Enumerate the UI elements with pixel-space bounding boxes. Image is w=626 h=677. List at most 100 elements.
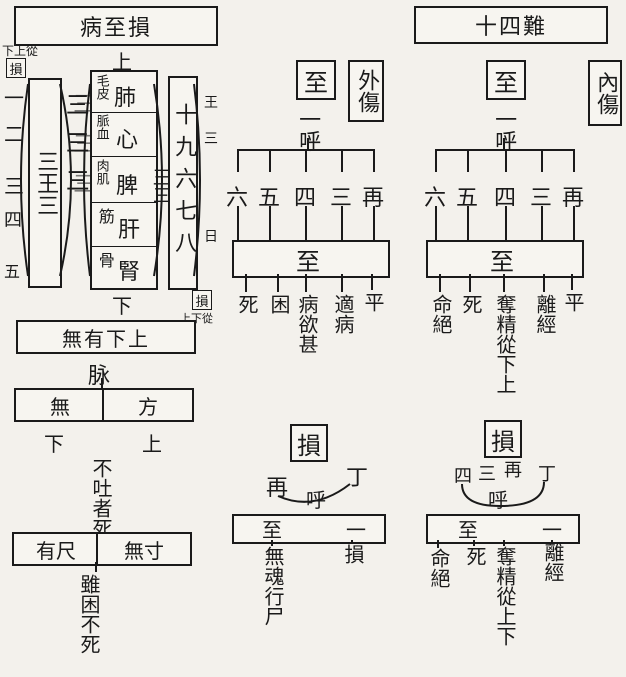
upper-lower-text: 無有下上 [62,326,150,351]
left-bracket-1 [20,83,29,277]
organ-stack: 毛皮 肺 脈血 心 肉肌 脾 筋 肝 骨 腎 [90,70,158,290]
loss-right-outcome-off-course: 離經 [541,542,565,582]
loss-left-outcome-soulless: 無魂行尸 [261,546,285,626]
loss-right-count-1: 丁 [538,464,556,485]
top-left-loss-text: 損 [9,62,23,78]
internal-count-2: 再 [562,186,585,211]
external-outcome-worsening: 病欲甚 [295,294,319,354]
organ-name-spleen: 脾 [116,174,139,199]
row-label-1: 一 [4,86,24,110]
loss-left-count-1: 丁 [346,466,369,491]
organ-vertical-label-2: 脈血 [93,114,109,140]
left-bracket-3 [83,83,91,277]
internal-label-box-2: 內傷 [588,60,622,126]
loss-right-outcome-fatal: 命絕 [427,548,451,588]
right-count-text: 十九六七八 [171,103,197,263]
upper-lower-box: 無有下上 [16,320,196,354]
external-label-box-2: 外傷 [348,60,384,122]
loss-right-count-3: 三 [478,464,496,485]
bottom-box-left: 有尺 [12,532,100,566]
loss-right-label-box: 損 [484,420,522,458]
internal-label-box-1: 至 [486,60,526,100]
internal-outcome-death: 死 [459,294,483,314]
loss-right-count-2: 再 [504,460,522,481]
left-bracket-4 [153,83,163,277]
loss-left-fan [277,483,351,503]
top-left-loss-box: 損 [6,58,26,78]
loss-right-bar: 至 一 [426,514,580,544]
internal-count-4: 四 [494,186,517,211]
external-label-text-2: 外傷 [354,69,380,113]
organ-name-liver: 肝 [118,218,141,243]
internal-outcome-fatal: 命絕 [429,294,453,334]
right-count-box: 十九六七八 [168,76,198,290]
external-count-3: 三 [330,186,353,211]
organ-vertical-label-4: 筋 [95,208,115,224]
loss-right-outcome-death: 死 [463,546,487,566]
organ-name-heart: 心 [116,128,139,153]
internal-label-text-2: 內傷 [593,71,619,115]
external-label-box-1: 至 [296,60,336,100]
loss-right-outcome-essence-lost: 奪精從上下 [493,546,517,646]
loss-right-count-4: 四 [454,466,472,487]
right-side-label-3: 日 [204,229,218,245]
left-header-text: 病至損 [79,16,152,41]
organ-bottom-label: 下 [112,294,132,318]
loss-right-bar-left: 至 [458,518,478,542]
survive-note: 雖困不死 [77,574,101,654]
pulse-left-text: 無 [50,394,70,419]
bottom-right-loss-box: 損 [192,290,212,310]
loss-left-label-box: 損 [290,424,328,462]
right-header-text: 十四難 [474,15,547,40]
internal-outcome-essence-lost: 奪精從下上 [493,294,517,394]
middle-small-labels: 王三 [149,168,171,204]
loss-left-outcome-loss: 損 [341,544,365,564]
organ-row-kidney: 骨 腎 [92,246,156,288]
organ-name-lung: 肺 [114,86,137,111]
bottom-right-loss-text: 損 [195,294,209,310]
left-bracket-5 [193,83,201,277]
vomit-note: 不吐者死 [89,458,113,538]
organ-row-heart: 脈血 心 [92,112,156,157]
external-count-4: 四 [294,186,317,211]
organ-top-label: 上 [112,50,132,74]
organ-vertical-label-3: 肉肌 [93,159,109,185]
pulse-box-right: 方 [102,388,194,422]
external-count-2: 再 [362,186,385,211]
right-side-label-2: 三 [204,131,218,147]
below-right-label: 上 [142,432,162,456]
loss-left-label-text: 損 [297,431,321,460]
external-arrival-text: 至 [296,247,326,276]
left-header: 病至損 [14,6,218,46]
external-outcome-distress: 困 [267,294,291,314]
middle-small-label-2: 三 [149,186,171,204]
internal-arrival-text: 至 [490,247,520,276]
middle-small-label-1: 王 [149,168,171,186]
loss-left-bar: 至 一 [232,514,386,544]
right-side-label-1: 王 [204,95,218,111]
internal-outcome-off-course: 離經 [533,294,557,334]
organ-vertical-label-1: 毛皮 [93,74,109,100]
external-outcome-death: 死 [235,294,259,314]
organ-row-liver: 筋 肝 [92,202,156,247]
external-outcome-normal: 平 [361,292,385,312]
organ-row-lung: 毛皮 肺 [92,72,156,113]
row-label-5: 五 [4,262,21,281]
bottom-box-right: 無寸 [96,532,192,566]
loss-left-count-2: 再 [266,476,289,501]
external-outcome-worsening-text: 病欲甚 [295,294,319,354]
external-count-5: 五 [258,186,281,211]
internal-outcome-normal: 平 [561,292,585,312]
organ-row-spleen: 肉肌 脾 [92,156,156,203]
row-label-3: 三 [4,174,24,198]
loss-left-bar-left: 至 [262,518,282,542]
loss-left-bar-right: 一 [346,518,366,542]
external-outcome-mild: 適病 [331,294,355,334]
top-left-small-label: 下上從 [2,44,39,58]
right-header: 十四難 [414,6,608,44]
organ-name-kidney: 腎 [118,260,141,285]
external-arrival-bar: 至 [232,240,390,278]
row-label-2: 二 [4,122,24,146]
